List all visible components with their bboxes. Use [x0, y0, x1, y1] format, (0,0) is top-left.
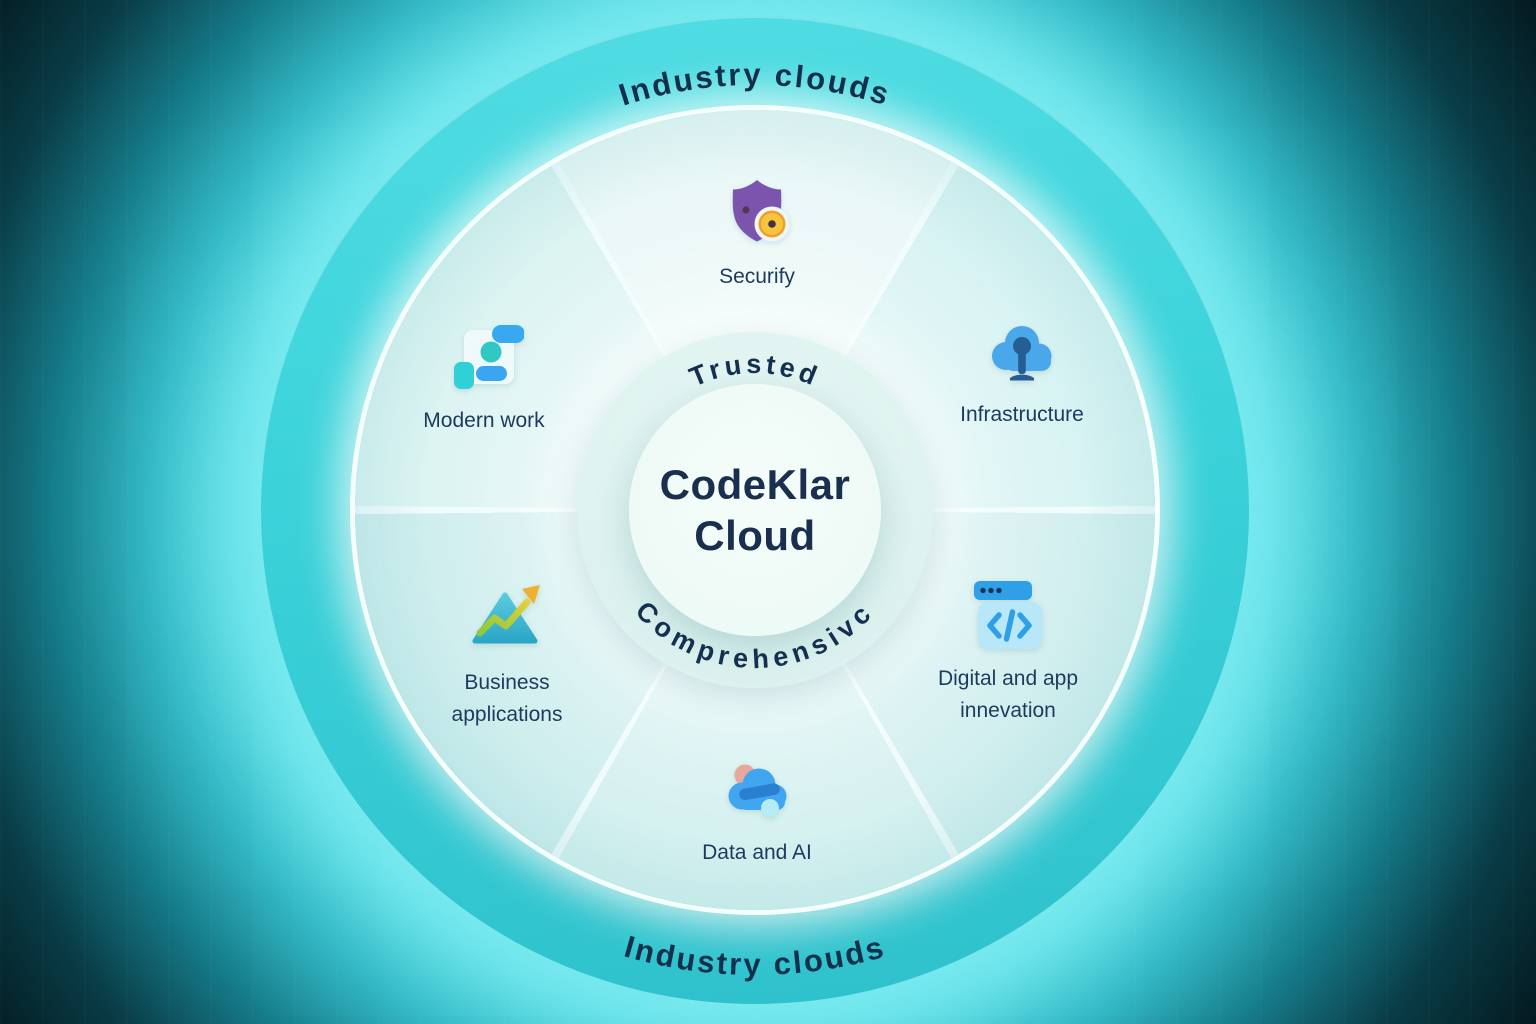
- center-title-line2: Cloud: [694, 512, 816, 559]
- segment-data-and-ai: Data and AI: [657, 748, 857, 869]
- shield-coin-icon: [732, 180, 790, 242]
- cloud-pin-icon: [992, 326, 1052, 381]
- center-badge: CodeKlar Cloud: [629, 384, 881, 636]
- segment-securify: Securify: [657, 172, 857, 293]
- segment-label: Securify: [719, 265, 795, 288]
- segment-label: Data and AI: [702, 841, 812, 864]
- segment-digital-app-innovation: Digital and app innevation: [908, 574, 1108, 727]
- segment-label: Business applications: [451, 671, 563, 726]
- data-cloud-icon: [728, 764, 787, 817]
- segment-infrastructure: Infrastructure: [922, 310, 1122, 431]
- segment-business-applications: Business applications: [412, 578, 602, 731]
- people-card-icon: [454, 325, 524, 389]
- center-title-line1: CodeKlar: [659, 460, 851, 508]
- segment-label: Digital and app innevation: [937, 667, 1079, 722]
- code-window-icon: [974, 581, 1042, 649]
- growth-chart-icon: [472, 585, 540, 644]
- segment-label: Infrastructure: [960, 403, 1084, 426]
- segment-label: Modern work: [423, 409, 545, 432]
- center-title: CodeKlar Cloud: [660, 459, 851, 561]
- segment-modern-work: Modern work: [384, 316, 584, 437]
